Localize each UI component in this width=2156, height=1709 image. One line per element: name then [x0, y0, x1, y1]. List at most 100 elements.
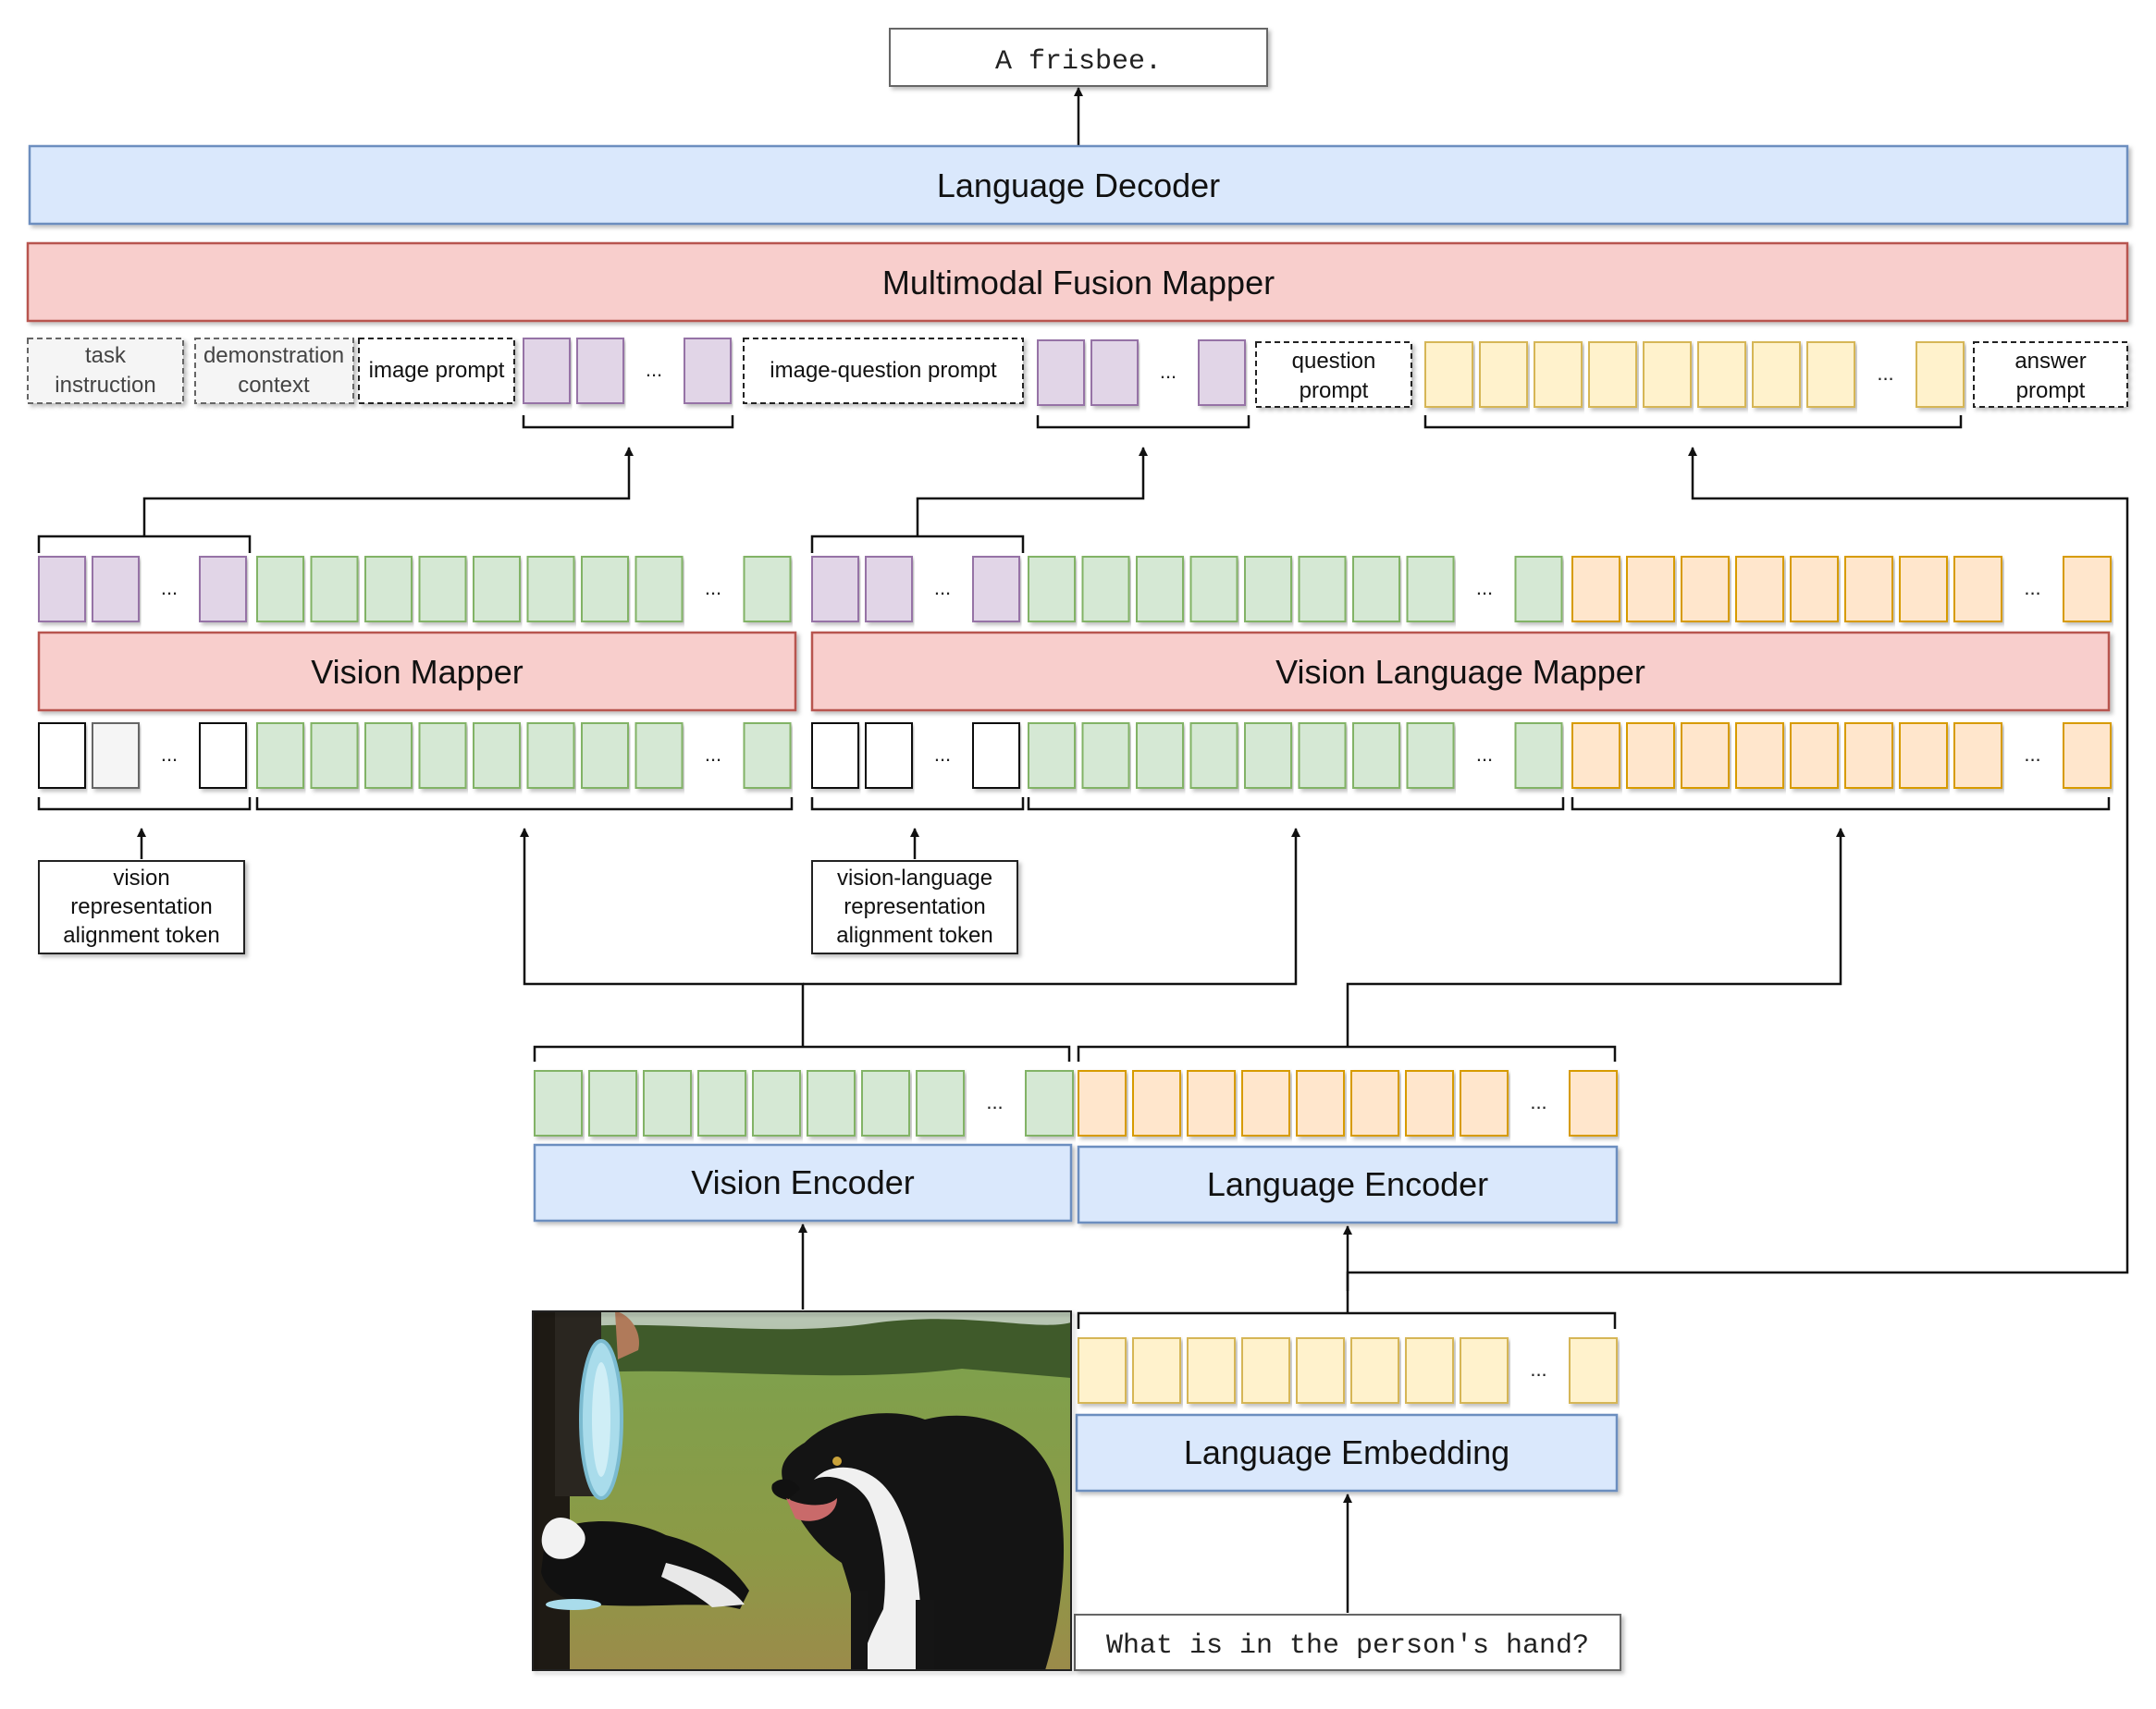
green-token: [581, 722, 629, 789]
ellipsis: ...: [1476, 576, 1493, 599]
yellow-token: [1350, 1337, 1399, 1404]
green-token: [1081, 556, 1130, 622]
green-token: [418, 722, 467, 789]
green-token: [1025, 1070, 1074, 1137]
answer-prompt-line2: prompt: [2016, 378, 2086, 403]
vision-alignment-line3: alignment token: [63, 923, 219, 948]
green-token: [310, 556, 359, 622]
brace-vl-mapper-alignment-out: [810, 535, 1025, 553]
green-token: [1244, 722, 1292, 789]
embedding-tokens: ...: [1078, 1337, 1618, 1404]
multimodal-fusion-mapper: Multimodal Fusion Mapper: [26, 241, 2129, 323]
ellipsis: ...: [161, 576, 178, 599]
ellipsis: ...: [705, 576, 721, 599]
image-question-prompt-box: image-question prompt: [743, 338, 1024, 404]
brace-vision-encoder-out: [533, 1045, 1071, 1062]
vision-encoder: Vision Encoder: [533, 1143, 1073, 1223]
answer-prompt-box: answer prompt: [1973, 341, 2128, 408]
orange-token: [1460, 1070, 1509, 1137]
orange-token: [1571, 556, 1620, 622]
orange-token: [1735, 722, 1784, 789]
arrow-vl-to-iq-prompt: [916, 447, 1148, 536]
green-token: [526, 722, 575, 789]
language-embedding: Language Embedding: [1075, 1413, 1619, 1493]
white-token: [811, 722, 859, 789]
green-token: [1298, 722, 1347, 789]
task-instruction-line1: task: [85, 343, 127, 368]
green-token: [256, 556, 304, 622]
vision-alignment-line1: vision: [113, 866, 169, 891]
yellow-token: [1588, 341, 1637, 408]
purple-token: [576, 338, 624, 404]
green-token: [256, 722, 304, 789]
brace-embedding-out: [1077, 1311, 1617, 1329]
yellow-token: [1241, 1337, 1290, 1404]
task-instruction-box: task instruction: [27, 338, 184, 404]
mapper-input-tokens: ...............: [38, 722, 2112, 789]
orange-token: [1132, 1070, 1181, 1137]
connectors: [37, 415, 2129, 1613]
ellipsis: ...: [934, 576, 951, 599]
ellipsis: ...: [1877, 362, 1893, 385]
purple-token: [1198, 339, 1246, 406]
language-encoder: Language Encoder: [1077, 1145, 1619, 1224]
orange-token: [1953, 556, 2002, 622]
ellipsis: ...: [1530, 1358, 1546, 1381]
vision-language-mapper-label: Vision Language Mapper: [1275, 653, 1645, 691]
question-prompt-line1: question: [1292, 349, 1376, 374]
vision-alignment-token-box: vision representation alignment token: [38, 860, 245, 954]
image-question-prompt-label: image-question prompt: [770, 358, 997, 383]
demonstration-context-box: demonstration context: [194, 338, 354, 404]
answer-prompt-tokens: ...: [1424, 341, 1965, 408]
demonstration-context-line2: context: [238, 373, 310, 398]
yellow-token: [1479, 341, 1528, 408]
orange-token: [1626, 556, 1675, 622]
vision-encoder-label: Vision Encoder: [691, 1163, 915, 1201]
yellow-token: [1460, 1337, 1509, 1404]
brace-language-encoder-out: [1077, 1045, 1617, 1062]
orange-token: [1681, 722, 1730, 789]
green-token: [364, 722, 413, 789]
mapper-output-tokens: ...............: [38, 556, 2112, 622]
arrow-vision-to-image-prompt: [142, 447, 634, 536]
green-token: [526, 556, 575, 622]
yellow-token: [1534, 341, 1583, 408]
orange-token: [1187, 1070, 1236, 1137]
gray-token: [92, 722, 140, 789]
orange-token: [2063, 556, 2112, 622]
yellow-token: [1569, 1337, 1618, 1404]
green-token: [1352, 722, 1400, 789]
ellipsis: ...: [161, 743, 178, 766]
brace-image-prompt-tokens: [522, 415, 734, 429]
green-token: [1514, 556, 1563, 622]
answer-prompt-line1: answer: [2014, 349, 2086, 374]
yellow-token: [1806, 341, 1855, 408]
ellipsis: ...: [2024, 743, 2040, 766]
yellow-token: [1296, 1337, 1345, 1404]
green-token: [634, 556, 684, 622]
ellipsis: ...: [1160, 360, 1177, 383]
green-token: [752, 1070, 801, 1137]
green-token: [534, 1070, 583, 1137]
ellipsis: ...: [1530, 1090, 1546, 1113]
prompt-row: task instruction demonstration context i…: [27, 338, 2128, 408]
orange-token: [1296, 1070, 1345, 1137]
orange-token: [1844, 556, 1893, 622]
vision-language-mapper: Vision Language Mapper: [810, 631, 2111, 712]
ellipsis: ...: [1476, 743, 1493, 766]
green-token: [743, 556, 792, 622]
brace-vl-vision-features-in: [1027, 797, 1565, 811]
multimodal-fusion-mapper-label: Multimodal Fusion Mapper: [882, 264, 1275, 301]
orange-token: [1844, 722, 1893, 789]
image-question-prompt-tokens: ...: [1037, 339, 1246, 406]
input-image-dog-photo: [532, 1310, 1072, 1671]
output-box: A frisbee.: [889, 28, 1268, 87]
green-token: [418, 556, 467, 622]
orange-token: [1078, 1070, 1127, 1137]
yellow-token: [1405, 1337, 1454, 1404]
brace-answer-prompt-tokens: [1423, 415, 1963, 429]
yellow-token: [1132, 1337, 1181, 1404]
green-token: [861, 1070, 910, 1137]
orange-token: [1571, 722, 1620, 789]
brace-vision-alignment-in: [37, 797, 252, 811]
